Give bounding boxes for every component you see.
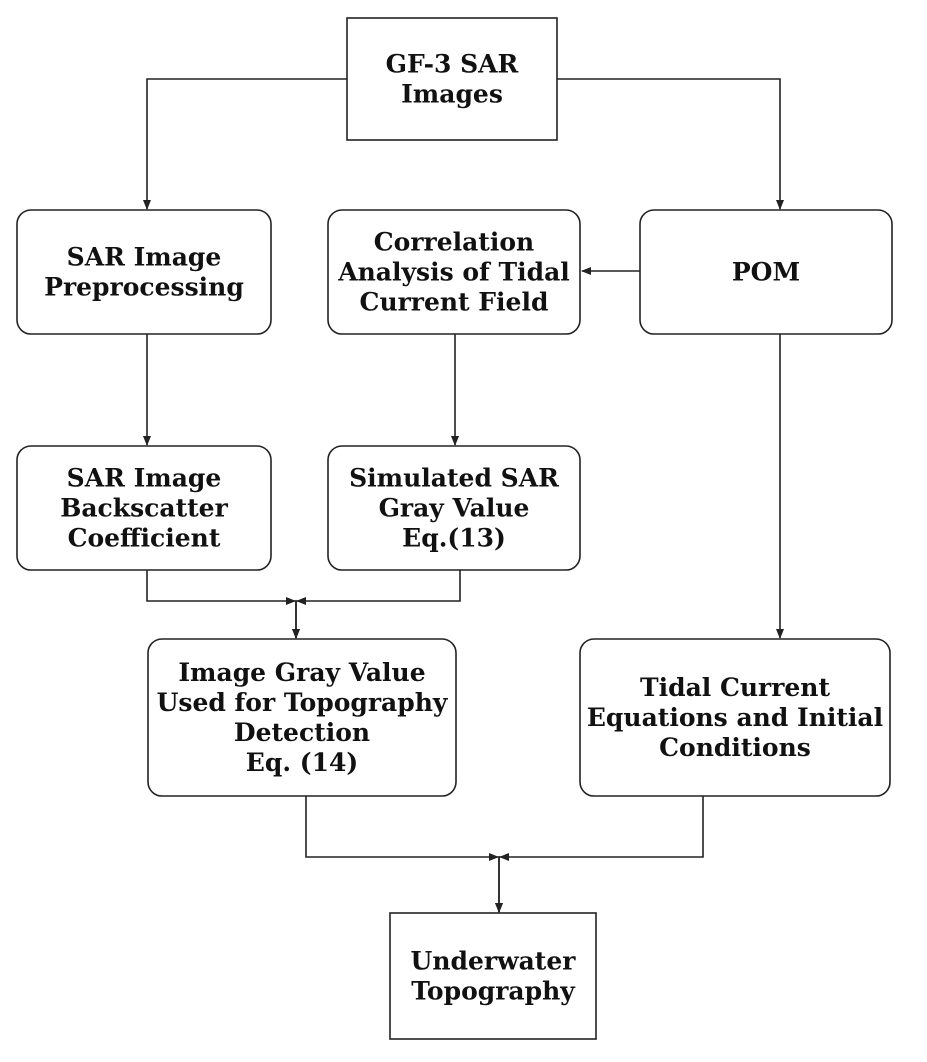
node-label-corr-line-2: Current Field — [360, 288, 549, 317]
node-box-simulated — [327, 445, 581, 571]
junction-top-arrowheads — [286, 597, 306, 605]
edges-layer — [143, 78, 784, 913]
edge-backscatter-graytopo — [146, 570, 300, 639]
node-label-pom-line-0: POM — [732, 258, 800, 287]
node-box-underwater — [389, 912, 597, 1040]
node-label-corr-line-0: Correlation — [374, 228, 534, 257]
node-box-graytopo — [147, 638, 457, 797]
node-label-preproc-line-0: SAR Image — [67, 243, 222, 272]
edge-simulated-graytopo — [292, 570, 461, 639]
node-label-graytopo-line-2: Detection — [234, 718, 370, 747]
node-label-backscatter-line-0: SAR Image — [67, 464, 222, 493]
node-label-preproc-line-1: Preprocessing — [44, 273, 244, 302]
junction-bottom-arrowheads — [489, 853, 509, 861]
node-box-backscatter — [16, 445, 272, 571]
node-label-corr-line-1: Analysis of Tidal — [337, 258, 570, 287]
node-label-gf3-line-0: GF-3 SAR — [386, 50, 519, 79]
node-label-underwater-line-1: Topography — [411, 977, 576, 1006]
edge-tidaleq-underwater — [495, 796, 704, 913]
edge-gf3-preproc — [143, 78, 347, 210]
node-label-tidaleq-line-2: Conditions — [659, 733, 811, 762]
node-box-pom — [639, 209, 893, 335]
node-box-tidaleq — [579, 638, 891, 797]
node-box-gf3 — [346, 17, 558, 141]
node-label-simulated-line-2: Eq.(13) — [402, 524, 506, 553]
edge-graytopo-underwater — [305, 796, 503, 913]
node-label-tidaleq-line-1: Equations and Initial — [587, 703, 883, 732]
node-pom: POM — [639, 209, 893, 335]
node-label-backscatter-line-1: Backscatter — [60, 494, 228, 523]
node-label-underwater-line-0: Underwater — [411, 947, 577, 976]
node-label-gf3-line-1: Images — [401, 80, 503, 109]
edge-gf3-pom — [557, 78, 784, 210]
node-label-graytopo-line-0: Image Gray Value — [178, 658, 425, 687]
node-label-simulated-line-1: Gray Value — [379, 494, 530, 523]
node-label-graytopo-line-3: Eq. (14) — [246, 748, 358, 777]
node-box-preproc — [16, 209, 272, 335]
node-label-graytopo-line-1: Used for Topography — [157, 688, 449, 717]
node-label-backscatter-line-2: Coefficient — [68, 524, 221, 553]
node-label-simulated-line-0: Simulated SAR — [349, 464, 559, 493]
node-label-tidaleq-line-0: Tidal Current — [640, 673, 830, 702]
node-box-corr — [327, 209, 581, 335]
